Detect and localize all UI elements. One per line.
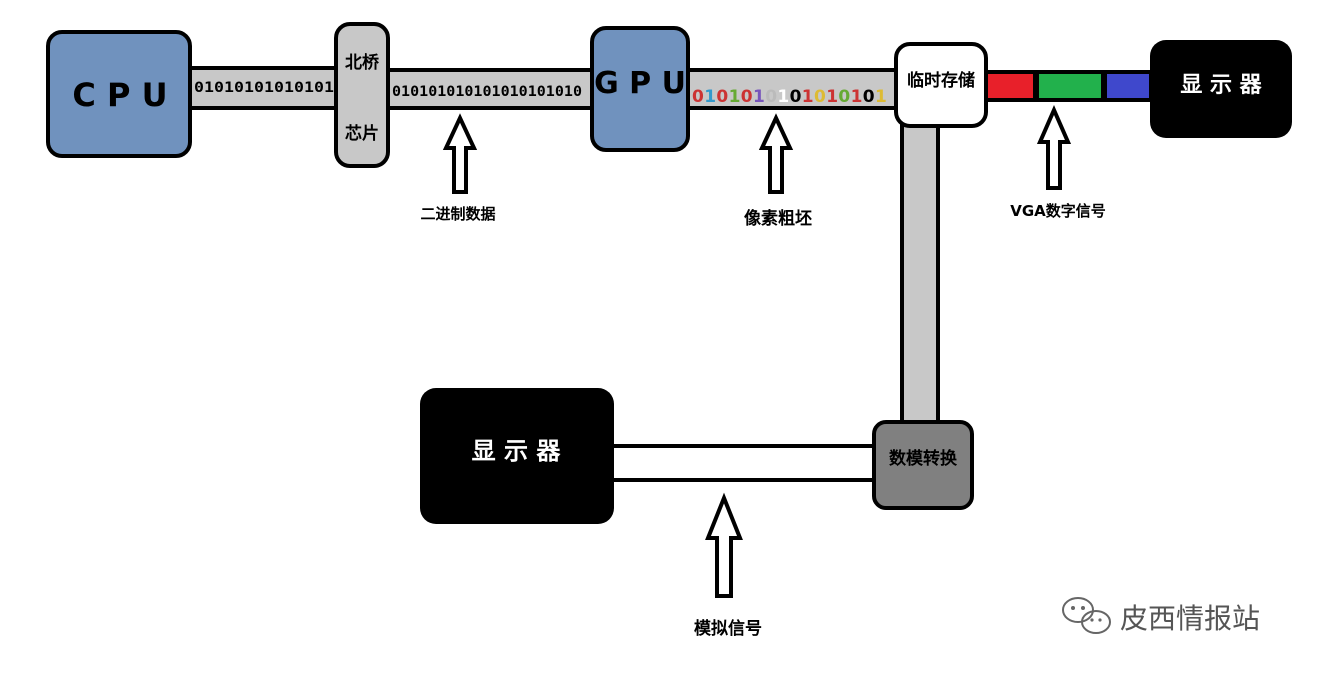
- bus-bit: 0: [716, 87, 728, 107]
- annotation-vga-signal: VGA数字信号: [1010, 202, 1106, 220]
- bus-bit: 1: [704, 87, 716, 107]
- cpu-label: C P U: [72, 76, 167, 114]
- dac-block: [872, 420, 974, 510]
- watermark-text: 皮西情报站: [1120, 602, 1260, 635]
- rgb-red-segment: [987, 74, 1033, 98]
- arrow-analog-signal: [705, 492, 743, 598]
- display-bottom-label: 显 示 器: [472, 437, 562, 465]
- bus-bit: 0: [863, 87, 875, 107]
- arrow-binary-data: [442, 113, 478, 194]
- wechat-icon: [1062, 597, 1111, 634]
- northbridge-label-line1: 北桥: [345, 53, 380, 73]
- rgb-green-segment: [1039, 74, 1101, 98]
- bus-bit: 1: [875, 87, 887, 107]
- gpu-block: [590, 26, 690, 152]
- bus-bit: 1: [729, 87, 741, 107]
- bus-bit: 0: [814, 87, 826, 107]
- bus-storage-dac: [900, 120, 940, 430]
- cpu-block: [46, 30, 192, 158]
- display-top-block: [1150, 40, 1292, 138]
- arrow-pixel-blank: [758, 113, 794, 194]
- bus-bit: 0: [692, 87, 704, 107]
- bus-text-cpu-northbridge: 01010101010101: [194, 80, 334, 96]
- annotation-binary-data: 二进制数据: [420, 205, 495, 223]
- bus-bit: 1: [826, 87, 838, 107]
- bus-bit: 1: [753, 87, 765, 107]
- bus-bit: 1: [851, 87, 863, 107]
- bus-bit: 0: [790, 87, 802, 107]
- dac-label: 数模转换: [889, 448, 958, 469]
- temp-storage-label: 临时存储: [907, 70, 975, 91]
- bus-dac-display: [608, 444, 882, 482]
- bus-northbridge-gpu: [382, 68, 596, 110]
- bus-bit: 0: [765, 87, 777, 107]
- bus-bit: 0: [741, 87, 753, 107]
- arrow-vga-signal: [1036, 105, 1072, 190]
- annotation-pixel-blank: 像素粗坯: [744, 208, 812, 229]
- bus-bit: 1: [802, 87, 814, 107]
- northbridge-block: [334, 22, 390, 168]
- bus-bit: 0: [838, 87, 850, 107]
- annotation-analog-signal: 模拟信号: [694, 618, 762, 639]
- display-top-label: 显 示 器: [1180, 73, 1262, 98]
- northbridge-label-line2: 芯片: [345, 123, 379, 144]
- rgb-blue-segment: [1107, 74, 1149, 98]
- bus-bit: 1: [777, 87, 789, 107]
- bus-text-northbridge-gpu: 010101010101010101010: [392, 84, 582, 100]
- temp-storage-block: [894, 42, 988, 128]
- display-bottom-block: [420, 388, 614, 524]
- bus-gpu-storage: [684, 68, 900, 110]
- gpu-label: G P U: [594, 66, 686, 101]
